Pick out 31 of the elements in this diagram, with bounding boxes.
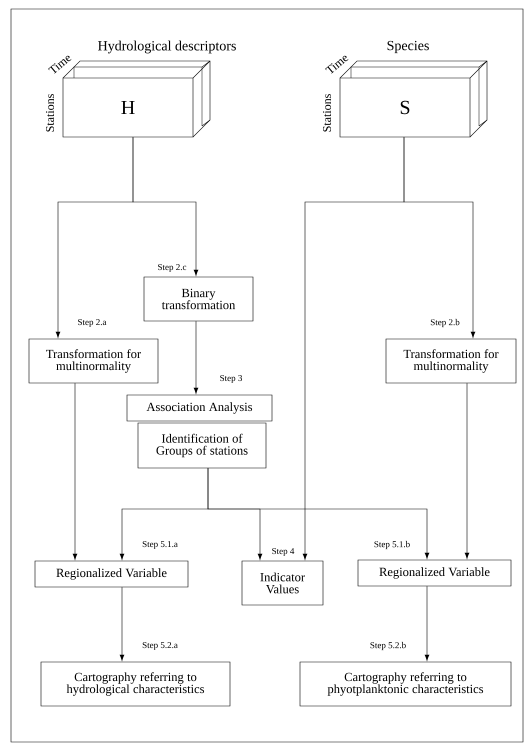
step-label: Step 3 [220,375,242,383]
process-box: Association Analysis [126,394,272,422]
axis-label: Stations [322,94,332,132]
process-box: Transformation for multinormality [28,338,158,384]
step-label: Step 5.2.b [370,642,406,650]
arrow [120,587,124,661]
step-label: Step 5.1.a [142,541,178,549]
step-label: Step 4 [272,548,294,556]
arrow [464,383,470,559]
arrow [72,383,78,560]
arrow [194,321,198,394]
step-label: Step 2.a [78,319,106,327]
step-label: Step 5.1.b [374,540,410,550]
heading: Hydrological descriptors [98,40,236,54]
process-box: Cartography referring to phyotplanktonic characteristics [300,662,512,706]
heading: Species [388,40,429,54]
process-box: Regionalized Variable [358,560,512,586]
process-box: Binary transformation [144,276,254,322]
process-box: Cartography referring to hydrological characteristics [40,662,230,706]
step-label: Step 2.b [430,318,460,328]
process-box: Indicator Values [242,560,324,606]
arrow [424,586,430,661]
process-box: Regionalized Variable [34,560,188,588]
step-label: Step 2.c [158,264,186,272]
arrow [132,136,198,276]
arrow [208,468,430,559]
process-box: Identification of Groups of stations [138,422,266,468]
step-label: Step 5.2.a [142,642,178,650]
arrow [404,136,476,338]
process-box: Transformation for multinormality [386,338,516,384]
axis-label: Stations [46,94,54,132]
